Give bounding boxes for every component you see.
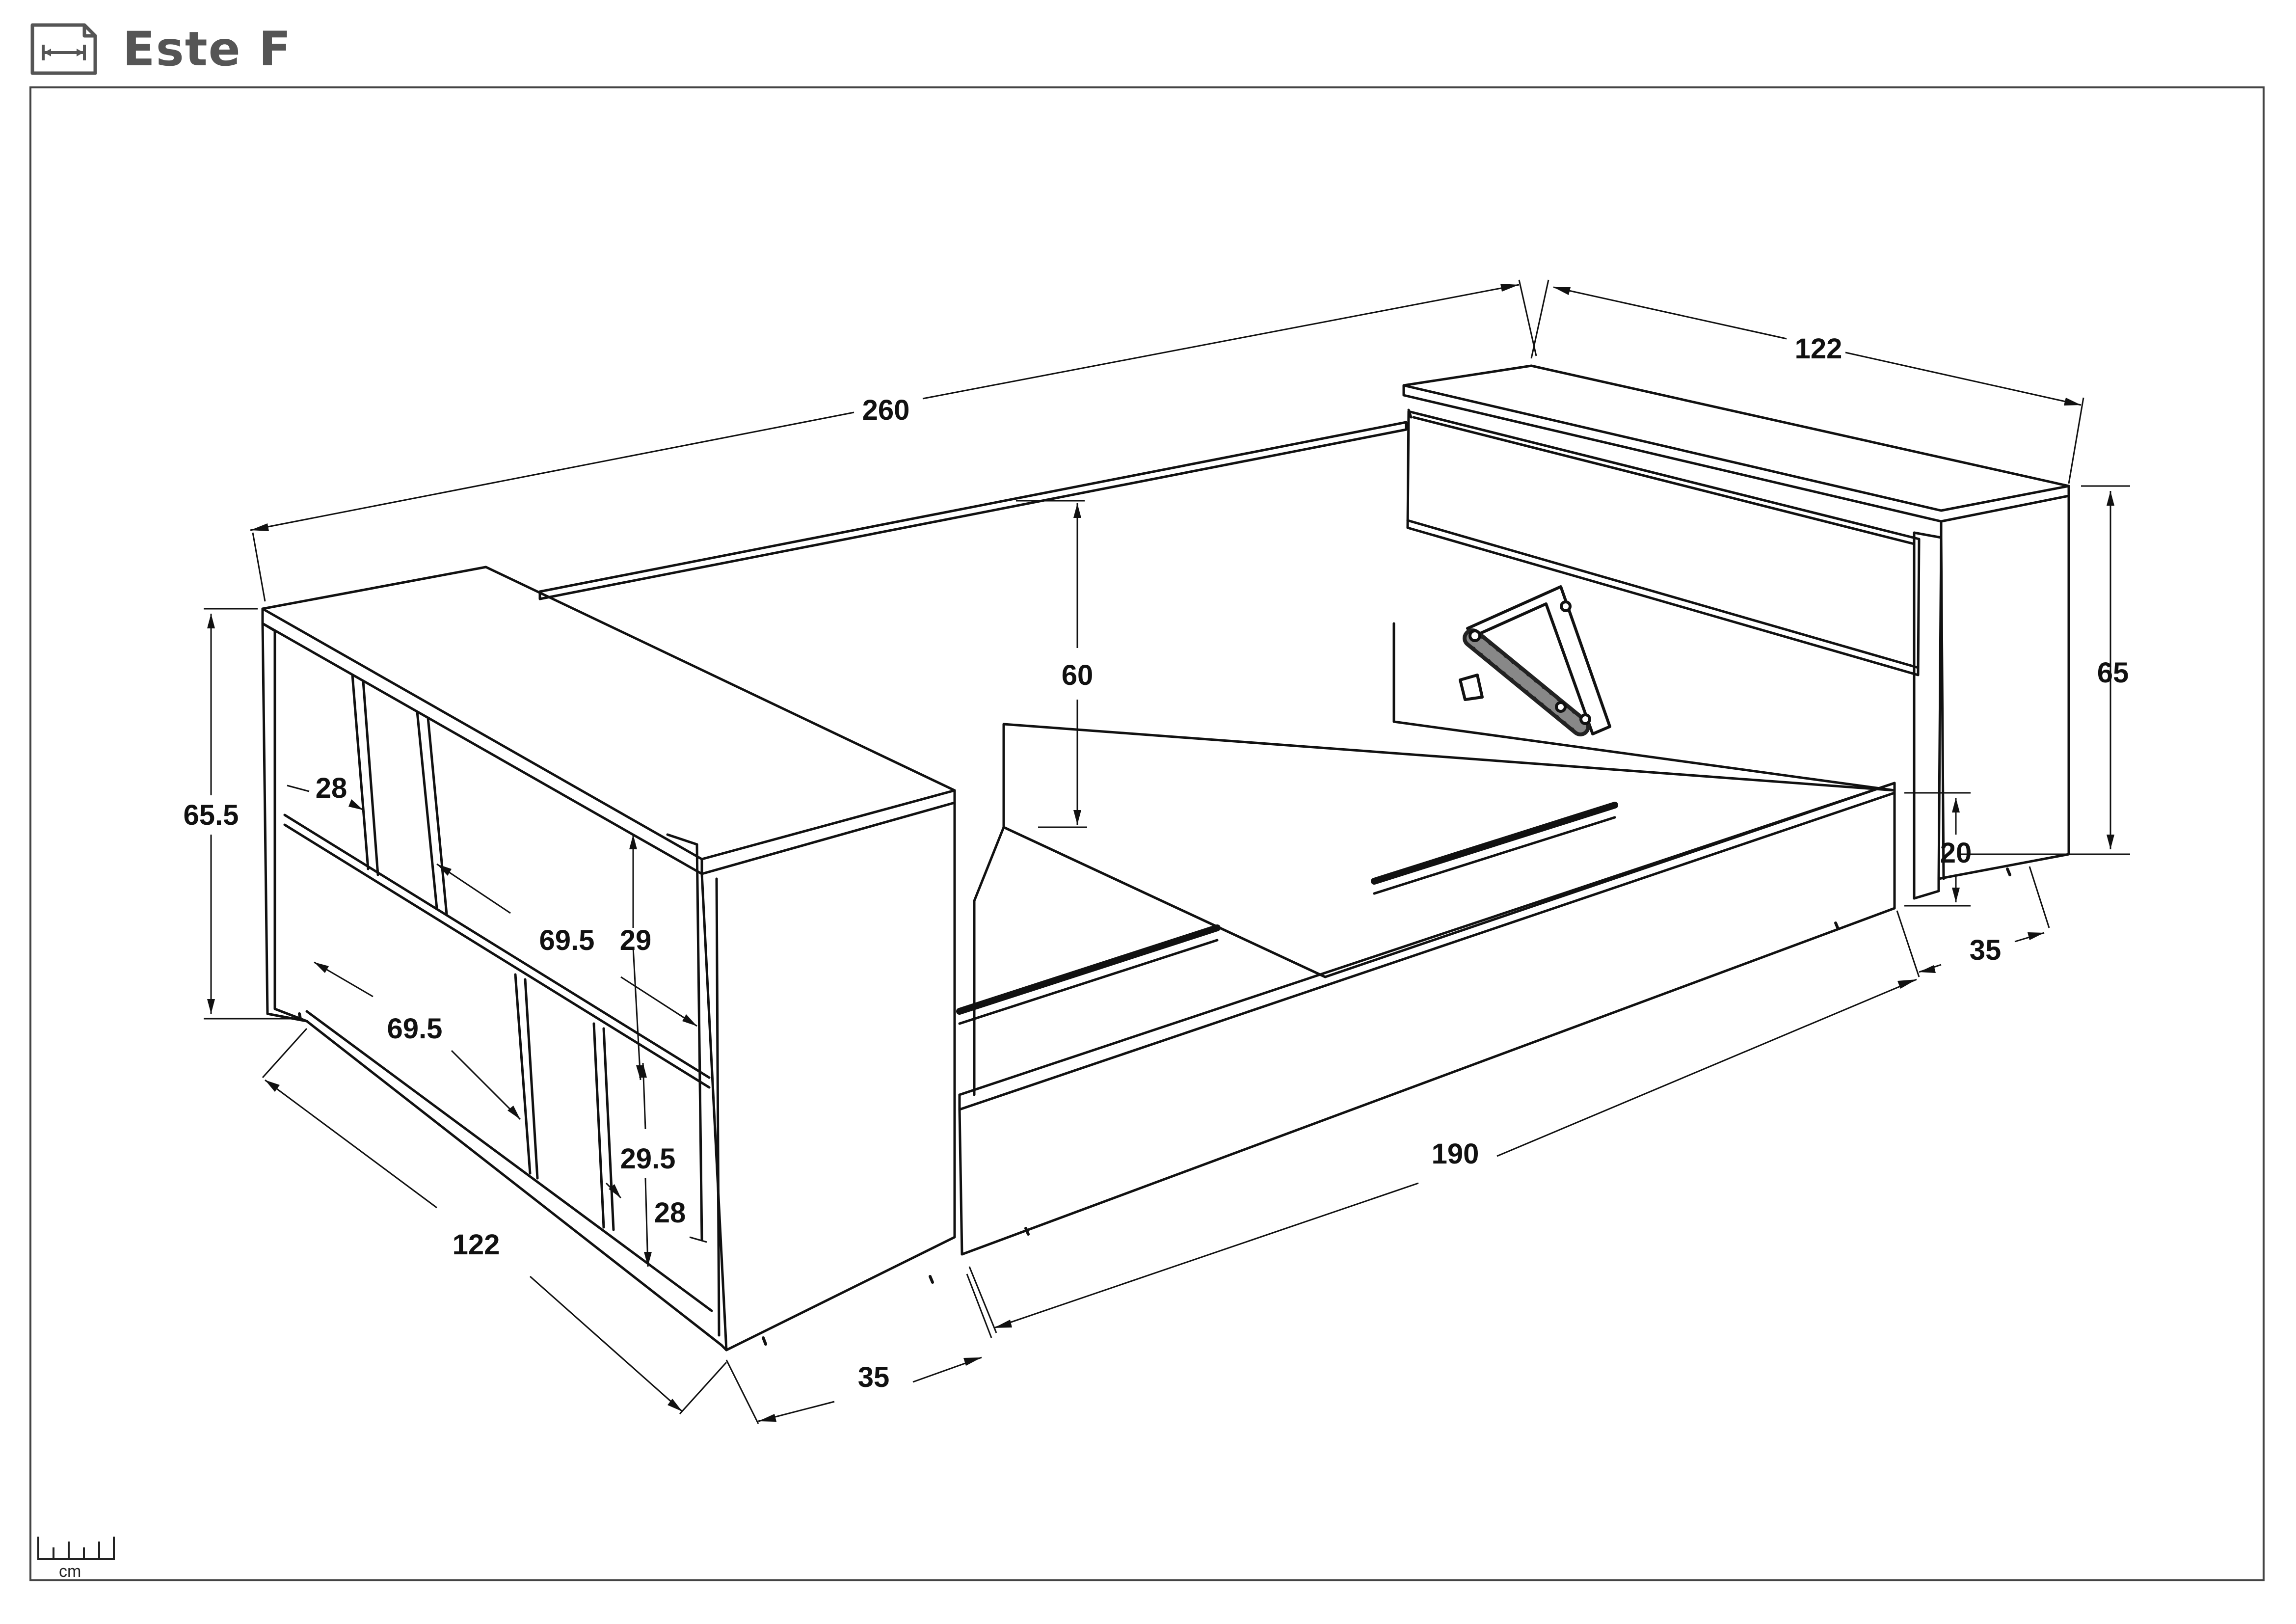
dim-base-height: 20: [1940, 837, 1972, 869]
dim-headboard-height: 65: [2097, 657, 2129, 689]
page-header: Este F: [29, 20, 292, 79]
inner-head-panel: [1392, 622, 1896, 792]
dim-compartment-width-middle: 69.5: [539, 924, 595, 956]
dim-overall-length: 260: [862, 394, 910, 426]
back-rail: [538, 421, 1408, 600]
dim-compartment-width-lower: 69.5: [387, 1013, 443, 1045]
dim-shelf-height: 65.5: [184, 799, 239, 831]
inner-side-rail: [1002, 723, 1896, 978]
headboard: [1402, 364, 2070, 900]
dim-compartment-height-top: 29: [620, 924, 652, 956]
dim-shelf-depth: 122: [453, 1229, 500, 1261]
dimension-sheet-icon: [30, 23, 97, 75]
shelf-unit: [261, 566, 956, 1352]
scale-unit-label: cm: [59, 1562, 81, 1581]
dim-compartment-height-lower: 29.5: [620, 1143, 676, 1175]
gas-lift-hinge: [1459, 585, 1611, 736]
slat-left: [956, 924, 1221, 1015]
ruler-icon: [37, 1537, 115, 1560]
drawing-frame: [29, 86, 2265, 1581]
dim-compartment-width-bottom: 28: [654, 1197, 686, 1229]
front-rail: [958, 782, 1896, 1256]
feet: [298, 867, 2011, 1346]
slat-edge-left: [958, 939, 1219, 1025]
dim-bed-length: 190: [1432, 1138, 1479, 1170]
dim-headboard-depth: 122: [1795, 333, 1842, 365]
dim-rail-height: 60: [1062, 659, 1094, 691]
slat-right: [1371, 802, 1618, 885]
slat-edge-right: [1373, 816, 1616, 895]
dim-shelf-thickness: 35: [858, 1361, 890, 1393]
dim-compartment-width-top: 28: [316, 772, 347, 804]
dim-headboard-thickness: 35: [1970, 934, 2002, 966]
page-title: Este F: [123, 22, 292, 77]
